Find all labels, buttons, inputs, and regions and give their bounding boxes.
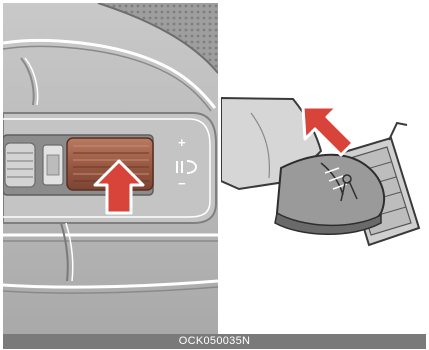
steering-switch-illustration (3, 3, 218, 334)
plus-symbol: + (178, 135, 186, 150)
brake-pedal-panel (221, 3, 426, 334)
caption-bar: OCK050035N (3, 334, 426, 349)
shoe (275, 155, 384, 234)
figure-caption: OCK050035N (3, 334, 426, 349)
left-switch-button (5, 143, 63, 187)
foot-on-pedal-illustration (221, 3, 426, 334)
steering-switch-panel: + − (3, 3, 218, 334)
minus-symbol: − (178, 176, 186, 191)
